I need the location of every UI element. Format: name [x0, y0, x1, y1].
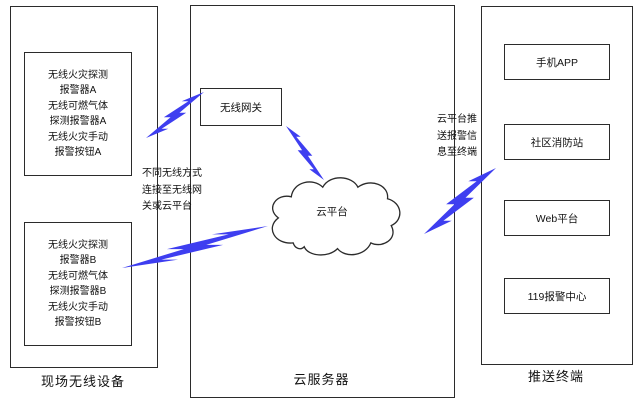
cloud-platform-shape: 云平台	[258, 168, 406, 264]
terminal-119-alarm-center-box: 119报警中心	[504, 278, 610, 314]
terminal-web-platform-box: Web平台	[504, 200, 610, 236]
terminal-mobile-app-box: 手机APP	[504, 44, 610, 80]
left-panel-caption: 现场无线设备	[40, 374, 125, 389]
cloud-platform-label: 云平台	[316, 206, 348, 218]
lightning-bolt-cloud-to-terminals-icon	[424, 168, 496, 234]
device-group-b-box: 无线火灾探测 报警器B 无线可燃气体 探测报警器B 无线火灾手动 报警按钮B	[24, 222, 132, 346]
lightning-bolt-gateway-to-cloud-icon	[286, 126, 324, 180]
wireless-gateway-box: 无线网关	[200, 88, 282, 126]
middle-panel-caption: 云服务器	[293, 372, 350, 387]
cloud-icon	[271, 177, 401, 256]
lightning-bolt-b-to-cloud-icon	[122, 226, 268, 268]
device-group-a-box: 无线火灾探测 报警器A 无线可燃气体 探测报警器A 无线火灾手动 报警按钮A	[24, 52, 132, 176]
connection-method-note: 不同无线方式 连接至无线网 关或云平台	[142, 168, 202, 212]
terminal-community-fire-station-box: 社区消防站	[504, 124, 610, 160]
right-panel-caption: 推送终端	[527, 369, 584, 384]
lightning-bolt-a-to-gateway-icon	[146, 92, 204, 138]
push-alarm-note: 云平台推 送报警信 息至终端	[437, 114, 477, 158]
